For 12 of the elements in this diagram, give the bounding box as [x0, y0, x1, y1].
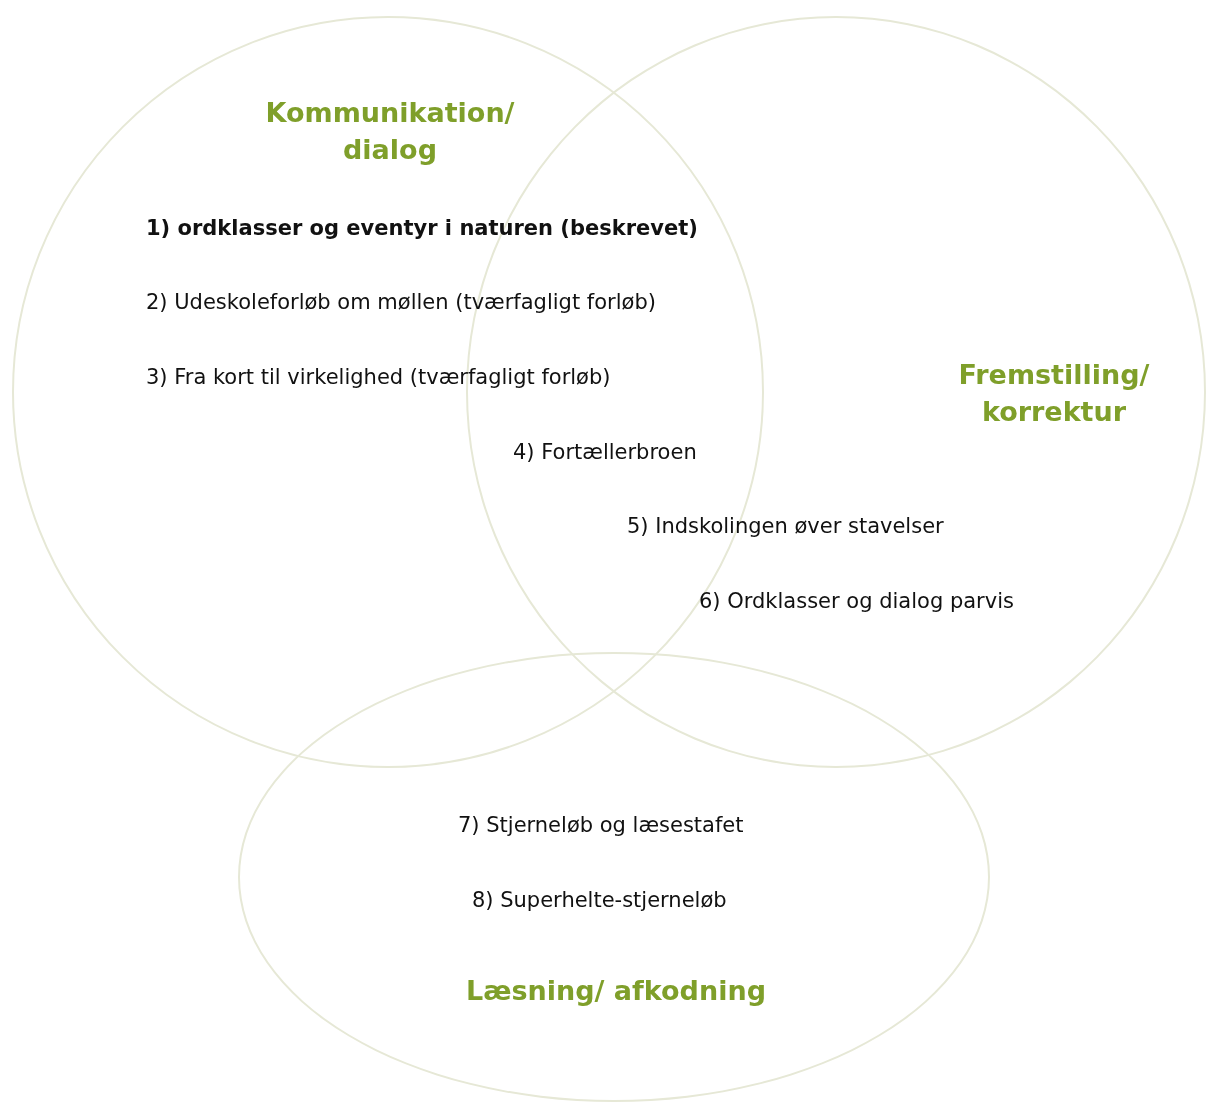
activity-text: 8) Superhelte-stjerneløb: [472, 888, 727, 912]
activity-text: 3) Fra kort til virkelighed (tværfagligt forløb): [146, 365, 611, 389]
activity-text: 6) Ordklasser og dialog parvis: [699, 589, 1014, 613]
activity-text: 7) Stjerneløb og læsestafet: [458, 813, 744, 837]
circle-title: Fremstilling/ korrektur: [957, 358, 1151, 429]
circle-title: Læsning/ afkodning: [466, 974, 766, 1008]
activity-text: 1) ordklasser og eventyr i naturen (beskrevet): [146, 216, 698, 240]
venn-circle: [238, 652, 990, 1102]
circle-title: Kommunikation/ dialog: [264, 96, 516, 167]
activity-text: 2) Udeskoleforløb om møllen (tværfagligt forløb): [146, 290, 656, 314]
activity-text: 4) Fortællerbroen: [513, 440, 697, 464]
activity-text: 5) Indskolingen øver stavelser: [627, 514, 944, 538]
